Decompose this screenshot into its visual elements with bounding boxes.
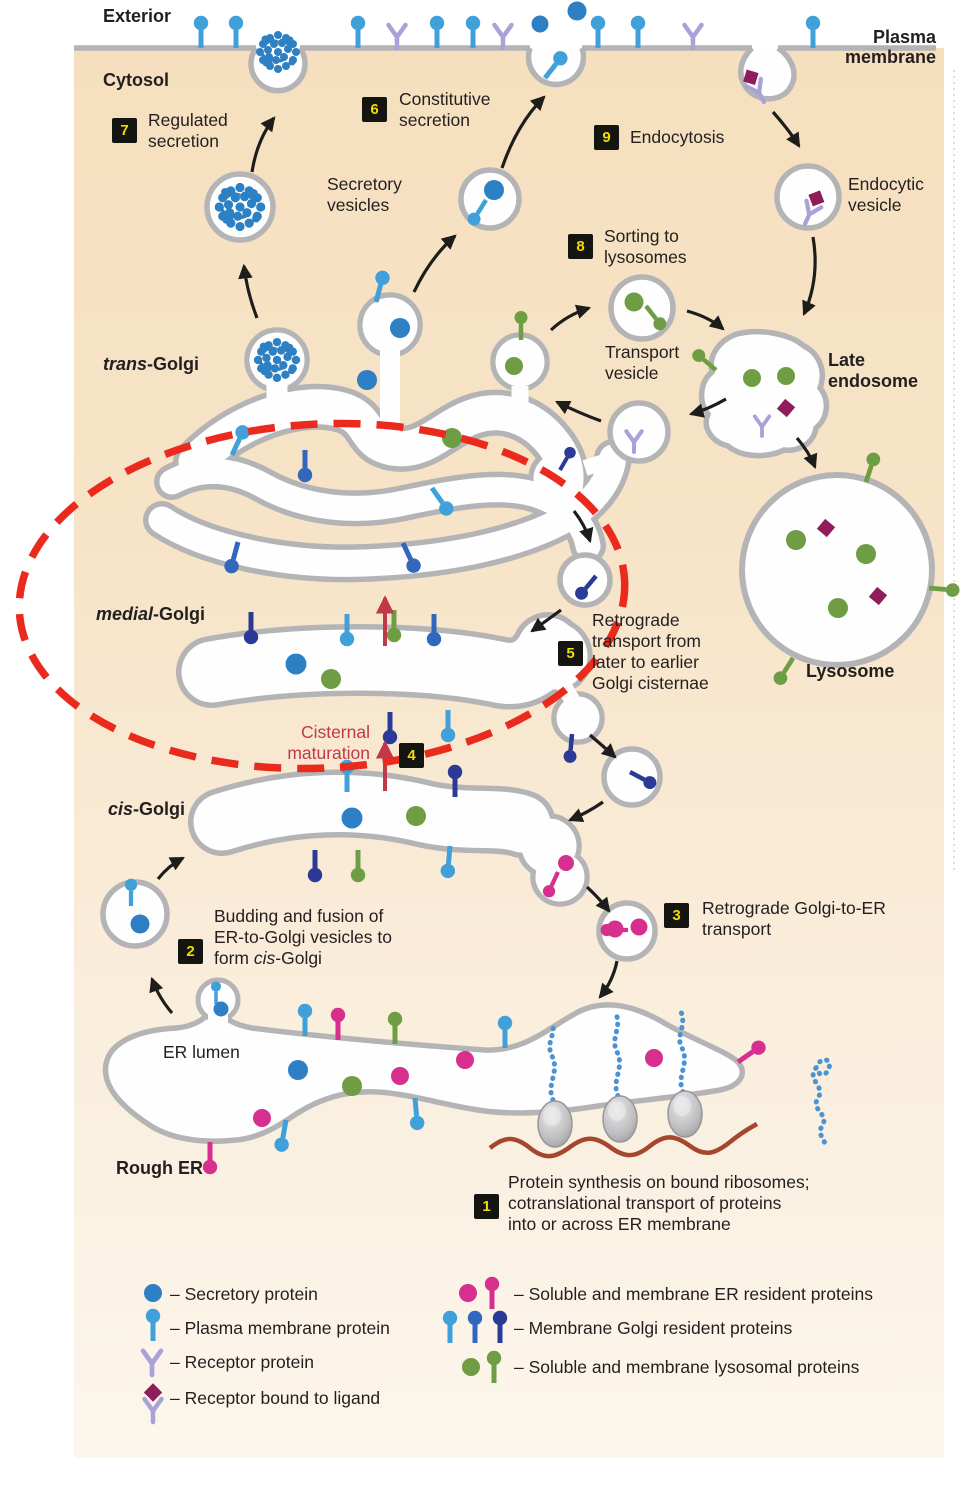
lysosomal-proteins-icon [462,1351,501,1383]
late-endosome-label: Late endosome [828,350,919,391]
step-5-label: Retrograde transport from later to earli… [592,610,709,693]
medial-golgi-body [176,612,605,745]
endocytic-vesicle-body [774,163,842,231]
cytosol-background [74,48,944,1458]
constitutive-secretion-fusion-site [525,48,587,88]
legend-item-er-resident-proteins: – Soluble and membrane ER resident prote… [514,1284,873,1304]
regulated-secretion-fusion-site [248,29,308,94]
legend-item-plasma-membrane-protein: – Plasma membrane protein [170,1318,390,1338]
retrograde-er-vesicle [596,900,658,962]
legend-item-receptor-protein: – Receptor protein [170,1352,314,1372]
medial-golgi-label: medial-Golgi [96,604,206,624]
secreted-protein-dot [531,15,549,33]
ribosome-icon [602,1095,638,1143]
retrograde-golgi-vesicle-1 [557,552,613,608]
plasma-membrane-label: Plasma membrane [844,27,936,67]
lysosome-body [739,451,960,688]
constitutive-secretory-vesicle [458,167,522,231]
trans-golgi-proteins [223,269,578,575]
cytosol-label: Cytosol [103,70,170,90]
step-8-badge: 8 [568,234,593,259]
secretory-vesicles-label: Secretory vesicles [327,174,402,215]
late-endosome-body [690,328,830,459]
legend-item-receptor-ligand: – Receptor bound to ligand [170,1388,381,1408]
er-to-golgi-vesicle-upper [100,879,170,949]
step-1-badge: 1 [474,1194,499,1219]
regulated-granule-vesicle [204,171,276,243]
highlight-ellipse-annotation [15,419,629,773]
step-6-badge: 6 [362,97,387,122]
er-lumen-label: ER lumen [163,1042,240,1062]
secreted-protein-dot [567,1,587,21]
mrna-strand [488,1122,759,1159]
step-3-badge: 3 [664,903,689,928]
legend-icons [143,1277,507,1422]
er-resident-proteins-icon [459,1277,499,1309]
step-2-label: Budding and fusion of ER-to-Golgi vesicl… [214,906,392,968]
ribosome-icon [667,1090,703,1138]
endocytic-vesicle-label: Endocytic vesicle [848,174,924,215]
step-9-label: Endocytosis [630,127,725,147]
retrograde-golgi-vesicle-2 [601,746,663,808]
step-8-label: Sorting to lysosomes [604,226,687,267]
step-9-badge: 9 [594,125,619,150]
er-proteins [203,1004,769,1174]
lysosome-label: Lysosome [806,661,895,681]
recycling-vesicle-with-receptor [607,400,671,464]
cisternal-maturation-label: Cisternal maturation [287,722,370,763]
rough-er-label: Rough ER [116,1158,203,1178]
cis-golgi-proteins [308,760,574,900]
step-4-badge: 4 [399,743,424,768]
pathway-arrows [149,95,818,1015]
step-6-label: Constitutive secretion [399,89,491,130]
legend-item-golgi-resident-proteins: – Membrane Golgi resident proteins [514,1318,793,1338]
transport-vesicle-label: Transport vesicle [605,342,680,383]
nascent-protein-chains [547,1009,832,1151]
step-2-badge: 2 [178,939,203,964]
transport-vesicle-body [608,274,676,342]
step-3-label: Retrograde Golgi-to-ER transport [702,898,886,939]
legend-item-secretory-protein: – Secretory protein [170,1284,318,1304]
er-budding-vesicle [209,979,229,1017]
medial-golgi-proteins [244,610,579,763]
cis-golgi-label: cis-Golgi [108,799,186,819]
step-1-label: Protein synthesis on bound ribosomes; co… [508,1172,810,1234]
step-7-label: Regulated secretion [148,110,228,151]
trans-golgi-label: trans-Golgi [103,354,200,374]
free-cytosolic-protein-chain [810,1065,828,1151]
ribosome-icon [537,1100,573,1148]
rough-er-body [102,977,745,1144]
golgi-resident-proteins-icon [443,1311,507,1343]
endocytosis-pit [738,45,797,106]
secretory-protein-dot-icon [144,1284,162,1302]
legend-item-lysosomal-proteins: – Soluble and membrane lysosomal protein… [514,1357,860,1377]
step-5-badge: 5 [558,641,583,666]
step-7-badge: 7 [112,118,137,143]
exterior-label: Exterior [103,6,172,26]
